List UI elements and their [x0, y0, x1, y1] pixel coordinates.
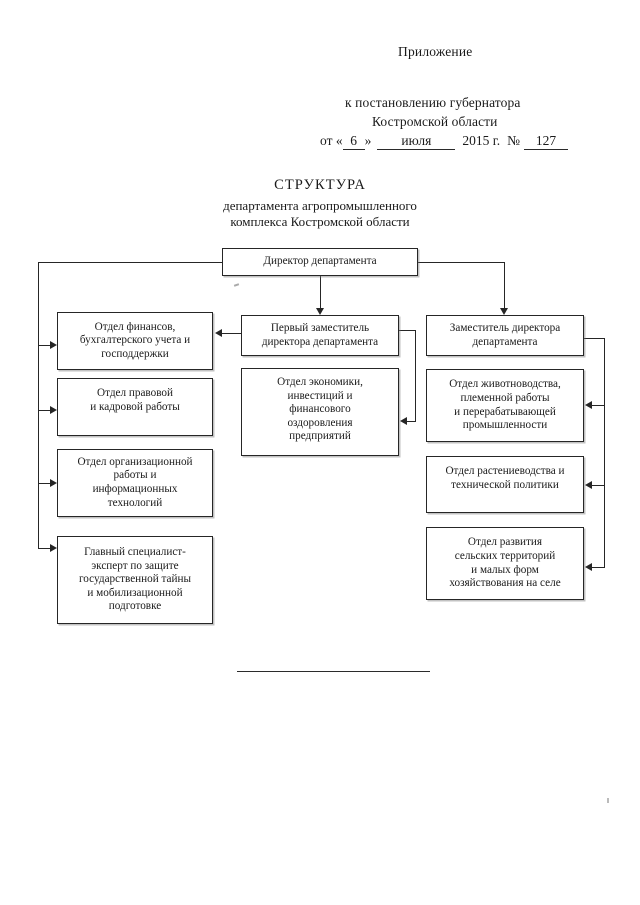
connector-right-bus-vertical [604, 338, 606, 567]
node-chief-specialist-label: Главный специалист- эксперт по защите го… [78, 546, 191, 613]
arrowhead-deputy [500, 308, 508, 315]
arrowhead-rural-dev-dept [585, 563, 592, 571]
date-prefix: от « [320, 133, 343, 148]
node-economy-dept: Отдел экономики, инвестиций и финансовог… [241, 368, 399, 456]
connector-director-to-deputy-vertical [504, 262, 506, 309]
node-org-it-dept: Отдел организационной работы и информаци… [57, 449, 213, 517]
node-legal-hr-dept-label: Отдел правовой и кадровой работы [90, 387, 180, 413]
connector-director-to-first-deputy [320, 276, 322, 309]
date-day-value: 6 [342, 133, 365, 150]
connector-left-bus-vertical [38, 262, 40, 549]
structure-subtitle-line-2: комплекса Костромской области [230, 213, 410, 229]
node-chief-specialist: Главный специалист- эксперт по защите го… [57, 536, 213, 624]
connector-director-to-deputy-horizontal [418, 262, 505, 264]
node-finance-dept: Отдел финансов, бухгалтерского учета и г… [57, 312, 213, 370]
node-livestock-dept: Отдел животноводства, племенной работы и… [426, 369, 584, 442]
structure-subtitle-line-1: департамента агропромышленного [223, 198, 417, 213]
node-crop-dept: Отдел растениеводства и технической поли… [426, 456, 584, 513]
connector-director-to-left-bus [38, 262, 223, 264]
node-first-deputy: Первый заместитель директора департамент… [241, 315, 399, 356]
node-rural-dev-dept-label: Отдел развития сельских территорий и мал… [449, 536, 561, 590]
node-crop-dept-label: Отдел растениеводства и технической поли… [445, 465, 565, 491]
decree-number-value: 127 [524, 133, 569, 150]
scan-artifact-mark-1 [233, 283, 240, 287]
date-year-value: 2015 г. [462, 133, 501, 148]
arrowhead-legal-hr-dept [50, 406, 57, 414]
connector-to-chief-specialist [38, 548, 50, 550]
node-economy-dept-label: Отдел экономики, инвестиций и финансовог… [277, 376, 363, 443]
date-quote-close: » [364, 133, 372, 148]
arrowhead-first-deputy [316, 308, 324, 315]
node-first-deputy-label: Первый заместитель директора департамент… [261, 321, 379, 348]
connector-first-deputy-to-economy-vertical [415, 330, 417, 421]
connector-to-org-it-dept [38, 483, 50, 485]
date-month-value: июля [377, 133, 456, 150]
connector-first-deputy-to-economy-horizontal-top [399, 330, 416, 332]
arrowhead-livestock-dept [585, 401, 592, 409]
appendix-label: Приложение [398, 44, 473, 59]
scan-artifact-mark-2 [607, 798, 609, 803]
node-legal-hr-dept: Отдел правовой и кадровой работы [57, 378, 213, 436]
connector-to-crop-dept [592, 485, 605, 487]
node-director: Директор департамента [222, 248, 418, 276]
node-org-it-dept-label: Отдел организационной работы и информаци… [77, 455, 193, 509]
node-deputy: Заместитель директора департамента [426, 315, 584, 356]
connector-deputy-to-right-bus [584, 338, 605, 340]
header-line-1: к постановлению губернатора [345, 95, 521, 110]
node-deputy-label: Заместитель директора департамента [449, 321, 561, 348]
arrowhead-chief-specialist [50, 544, 57, 552]
number-label: № [507, 133, 521, 148]
node-director-label: Директор департамента [263, 255, 377, 268]
arrowhead-economy-dept [400, 417, 407, 425]
connector-first-deputy-to-finance-dept [222, 333, 242, 335]
connector-to-livestock-dept [592, 405, 605, 407]
arrowhead-crop-dept [585, 481, 592, 489]
node-rural-dev-dept: Отдел развития сельских территорий и мал… [426, 527, 584, 600]
connector-to-legal-hr-dept [38, 410, 50, 412]
connector-to-rural-dev-dept [592, 567, 605, 569]
node-finance-dept-label: Отдел финансов, бухгалтерского учета и г… [79, 320, 191, 360]
node-livestock-dept-label: Отдел животноводства, племенной работы и… [449, 378, 561, 432]
arrowhead-first-deputy-left [215, 329, 222, 337]
structure-subtitle: департамента агропромышленного комплекса… [0, 198, 640, 229]
connector-first-deputy-to-economy-horizontal-bottom [407, 421, 416, 423]
connector-to-finance-dept [38, 345, 50, 347]
header-line-2: Костромской области [372, 114, 498, 129]
decree-date-row: от « 6 » июля 2015 г. № 127 [320, 133, 569, 150]
arrowhead-org-it-dept [50, 479, 57, 487]
bottom-horizontal-rule [237, 671, 430, 673]
arrowhead-finance-dept [50, 341, 57, 349]
structure-title: СТРУКТУРА [274, 177, 366, 193]
